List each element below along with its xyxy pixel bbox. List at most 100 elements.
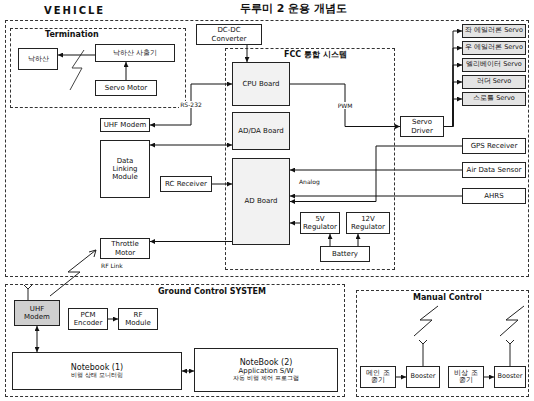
box-label: 비행 상태 모니터링 <box>15 372 179 379</box>
component-box: NoteBook (2)Application S/W자동 비행 제어 프로그램 <box>194 348 338 392</box>
component-box: Data Linking Module <box>100 140 150 198</box>
box-label: Booster <box>497 373 523 380</box>
component-box: UHF Modem <box>100 118 150 132</box>
box-label: RF Module <box>121 311 155 327</box>
antenna-symbol <box>24 285 32 300</box>
component-box: Throttle Motor <box>100 238 150 259</box>
box-label: 좌 에일러론 Servo <box>465 27 523 34</box>
signal-label: PWM <box>337 102 354 109</box>
connector-line <box>150 241 232 242</box>
box-label: AHRS <box>465 192 523 200</box>
box-label: NoteBook (2) <box>197 358 335 367</box>
radio-link-symbol <box>50 250 96 296</box>
box-label: Throttle Motor <box>103 240 147 256</box>
connector-line <box>484 377 494 378</box>
radio-link-symbol <box>500 306 524 336</box>
group-region: Termination 낙하산 낙하산 사출기 Servo Motor <box>10 28 186 108</box>
box-label: CPU Board <box>235 80 287 88</box>
component-box: Air Data Sensor <box>462 162 526 178</box>
component-box: 우 에일러론 Servo <box>462 41 526 55</box>
radio-link-head <box>89 250 96 257</box>
box-label: PCM Encoder <box>71 311 105 327</box>
component-box: RC Receiver <box>160 176 212 192</box>
component-box: AD Board <box>232 158 290 245</box>
box-label: 엘리베이터 Servo <box>465 61 523 68</box>
component-box: 낙하산 사출기 <box>95 44 175 62</box>
box-label: 낙하산 <box>21 55 55 63</box>
diagram-title: 두루미 2 운용 개념도 <box>240 2 347 15</box>
connector-line <box>290 170 462 171</box>
box-label: 5V Regulator <box>303 215 337 231</box>
connector-line <box>37 326 38 352</box>
component-box: 5V Regulator <box>300 212 340 234</box>
signal-label: RS-232 <box>179 101 203 108</box>
component-box: Battery <box>320 246 370 262</box>
box-label: Application S/W <box>197 367 335 375</box>
box-label: Battery <box>323 250 367 258</box>
component-box: 스로틀 Servo <box>462 92 526 106</box>
antenna-symbol <box>506 340 514 366</box>
box-label: 12V Regulator <box>349 215 387 231</box>
component-box: 러더 Servo <box>462 75 526 89</box>
group-region: VEHICLETermination낙하산낙하산 사출기Servo MotorD… <box>5 20 529 277</box>
component-box: 비상 조종기 <box>448 366 484 388</box>
component-box: Booster <box>494 366 526 388</box>
connector-line <box>358 234 359 246</box>
connector-line <box>108 319 118 320</box>
connector-line <box>444 31 462 127</box>
connector-line <box>212 184 232 185</box>
component-box: UHF Modem <box>14 300 60 326</box>
component-box: 좌 에일러론 Servo <box>462 24 526 38</box>
connector-line <box>290 84 400 127</box>
connector-line <box>126 62 127 80</box>
box-label: RC Receiver <box>163 180 209 188</box>
connector-line <box>150 84 232 125</box>
group-region: FCC 통합 시스템 CPU BoardAD/DA Board AD Board 5V… <box>225 48 395 270</box>
box-label: 우 에일러론 Servo <box>465 44 523 51</box>
box-label: Data Linking Module <box>103 157 147 181</box>
box-label: UHF Modem <box>103 121 147 129</box>
connector-line <box>290 146 462 202</box>
component-box: Booster <box>406 366 440 388</box>
component-box: AD/DA Board <box>232 112 290 150</box>
component-box: Notebook (1)비행 상태 모니터링 <box>12 352 182 390</box>
box-label: GPS Receiver <box>465 142 523 150</box>
box-label: 러더 Servo <box>465 78 523 85</box>
group-heading: Termination <box>43 30 101 39</box>
connector-line <box>290 196 462 197</box>
box-label: 메인 조종기 <box>363 370 393 385</box>
component-box: 낙하산 <box>18 48 58 70</box>
group-heading: FCC 통합 시스템 <box>282 50 349 59</box>
component-box: GPS Receiver <box>462 138 526 154</box>
box-label: 자동 비행 제어 프로그램 <box>197 375 335 382</box>
connector-line <box>58 55 95 56</box>
component-box: AHRS <box>462 188 526 204</box>
signal-label: Analog <box>298 178 321 185</box>
group-heading: Manual Control <box>411 293 484 302</box>
component-box: PCM Encoder <box>68 308 108 330</box>
antenna-symbol <box>419 340 427 366</box>
box-label: 스로틀 Servo <box>465 95 523 102</box>
connector-line <box>444 65 462 127</box>
box-label: DC-DC Converter <box>199 26 259 42</box>
box-label: UHF Modem <box>17 305 57 321</box>
connector-line <box>396 377 406 378</box>
component-box: 12V Regulator <box>346 212 390 234</box>
component-box: Servo Driver <box>400 116 444 137</box>
termination-signal-symbol <box>70 50 84 90</box>
component-box: RF Module <box>118 308 158 330</box>
connector-line <box>182 371 194 372</box>
box-label: Servo Driver <box>403 118 441 134</box>
box-label: AD/DA Board <box>235 127 287 135</box>
box-label: Servo Motor <box>98 84 154 92</box>
box-label: Air Data Sensor <box>465 166 523 174</box>
component-box: DC-DC Converter <box>196 24 262 45</box>
group-region: Manual Control 메인 조종기 Booster 비상 조종기 Booster <box>356 290 529 397</box>
component-box: CPU Board <box>232 62 290 106</box>
box-label: Notebook (1) <box>15 363 179 372</box>
radio-link-symbol <box>414 306 438 336</box>
box-label: 낙하산 사출기 <box>98 49 172 57</box>
connector-line <box>290 223 300 224</box>
box-label: AD Board <box>235 197 287 205</box>
component-box: 엘리베이터 Servo <box>462 58 526 72</box>
